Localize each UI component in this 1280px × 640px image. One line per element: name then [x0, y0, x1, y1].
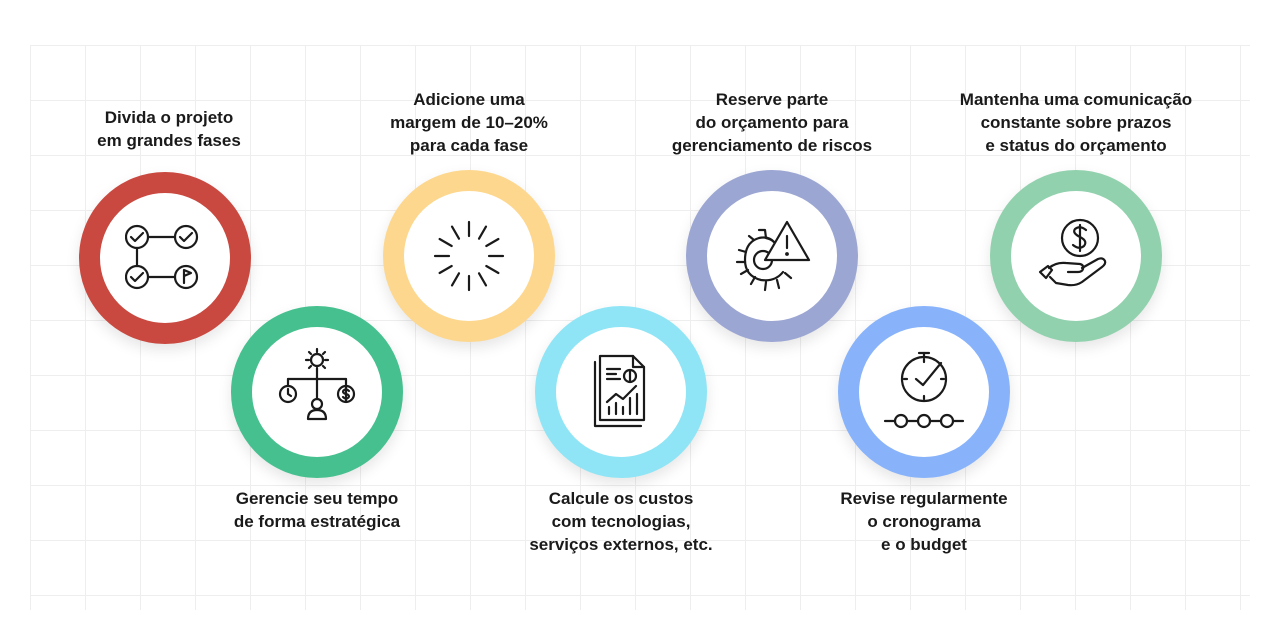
- step-5-ring: [686, 170, 858, 342]
- step-3-label: Adicione uma margem de 10–20% para cada …: [390, 90, 548, 155]
- step-3-ring: [383, 170, 555, 342]
- risk-gear-warning-icon: [735, 220, 811, 292]
- step-5-label: Reserve parte do orçamento para gerencia…: [671, 90, 873, 155]
- time-cost-hierarchy-icon: [278, 347, 356, 421]
- step-2-label: Gerencie seu tempo de forma estratégica: [233, 489, 401, 531]
- step-6-ring: [838, 306, 1010, 478]
- money-hand-icon: [1038, 218, 1107, 287]
- phases-checklist-icon: [125, 224, 199, 290]
- step-7-ring: [990, 170, 1162, 342]
- loading-spinner-icon: [433, 220, 505, 292]
- step-4-ring: [535, 306, 707, 478]
- cost-report-icon: [593, 354, 646, 428]
- step-7-label: Mantenha uma comunicação constante sobre…: [959, 90, 1193, 155]
- step-1-label: Divida o projeto em grandes fases: [97, 108, 241, 150]
- step-4-label: Calcule os custos com tecnologias, servi…: [529, 489, 713, 554]
- clock-timeline-icon: [883, 351, 965, 429]
- step-1-ring: [79, 172, 251, 344]
- step-2-ring: [231, 306, 403, 478]
- step-6-label: Revise regularmente o cronograma e o bud…: [840, 489, 1008, 554]
